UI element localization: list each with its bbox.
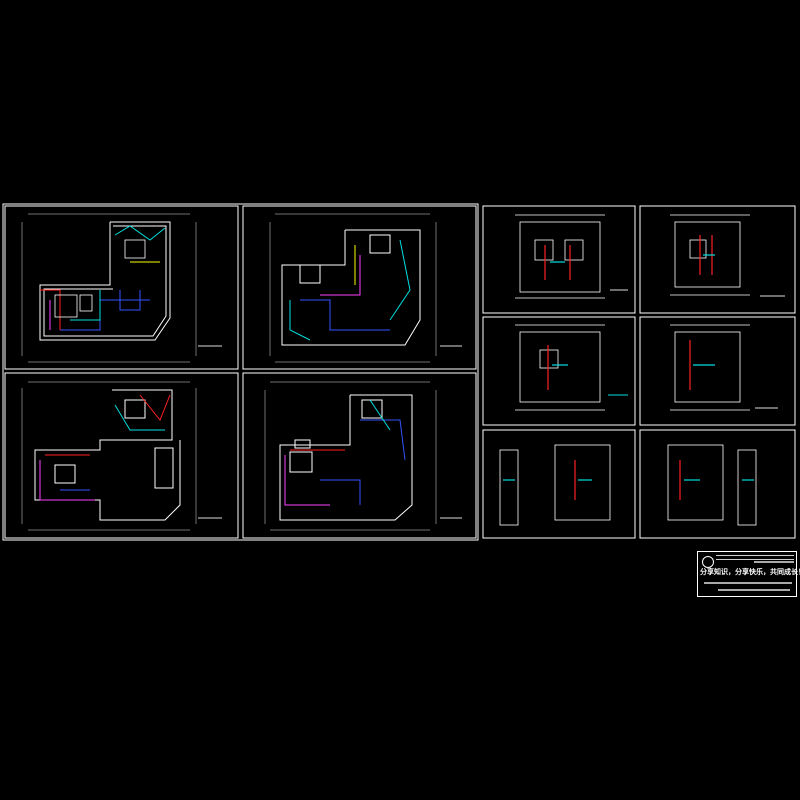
left-sheet-group xyxy=(2,203,479,541)
sheet-plan-large-3 xyxy=(4,372,239,539)
stamp-slogan: 分享知识，分享快乐，共同成长！ xyxy=(700,568,800,576)
sheet-plan-large-1 xyxy=(4,205,239,370)
title-block-stamp: 分享知识，分享快乐，共同成长！ xyxy=(697,551,800,597)
sheet-plan-small-2 xyxy=(639,205,796,314)
sheet-plan-small-1 xyxy=(482,205,636,314)
building-outline xyxy=(39,221,171,341)
stamp-rule xyxy=(754,561,794,563)
sheet-plan-large-2 xyxy=(242,205,477,370)
grid-axes xyxy=(21,213,197,363)
logo-icon xyxy=(702,556,714,568)
stamp-rule xyxy=(704,582,792,584)
sheet-plan-small-3 xyxy=(482,316,636,426)
stamp-header-rule xyxy=(716,555,794,560)
sheet-plan-small-4 xyxy=(639,316,796,426)
sheet-plan-small-6 xyxy=(639,429,796,539)
pipe-network xyxy=(40,225,166,331)
sheet-plan-large-4 xyxy=(242,372,477,539)
sheet-plan-small-5 xyxy=(482,429,636,539)
stamp-rule xyxy=(718,589,790,591)
rooms xyxy=(54,239,146,318)
